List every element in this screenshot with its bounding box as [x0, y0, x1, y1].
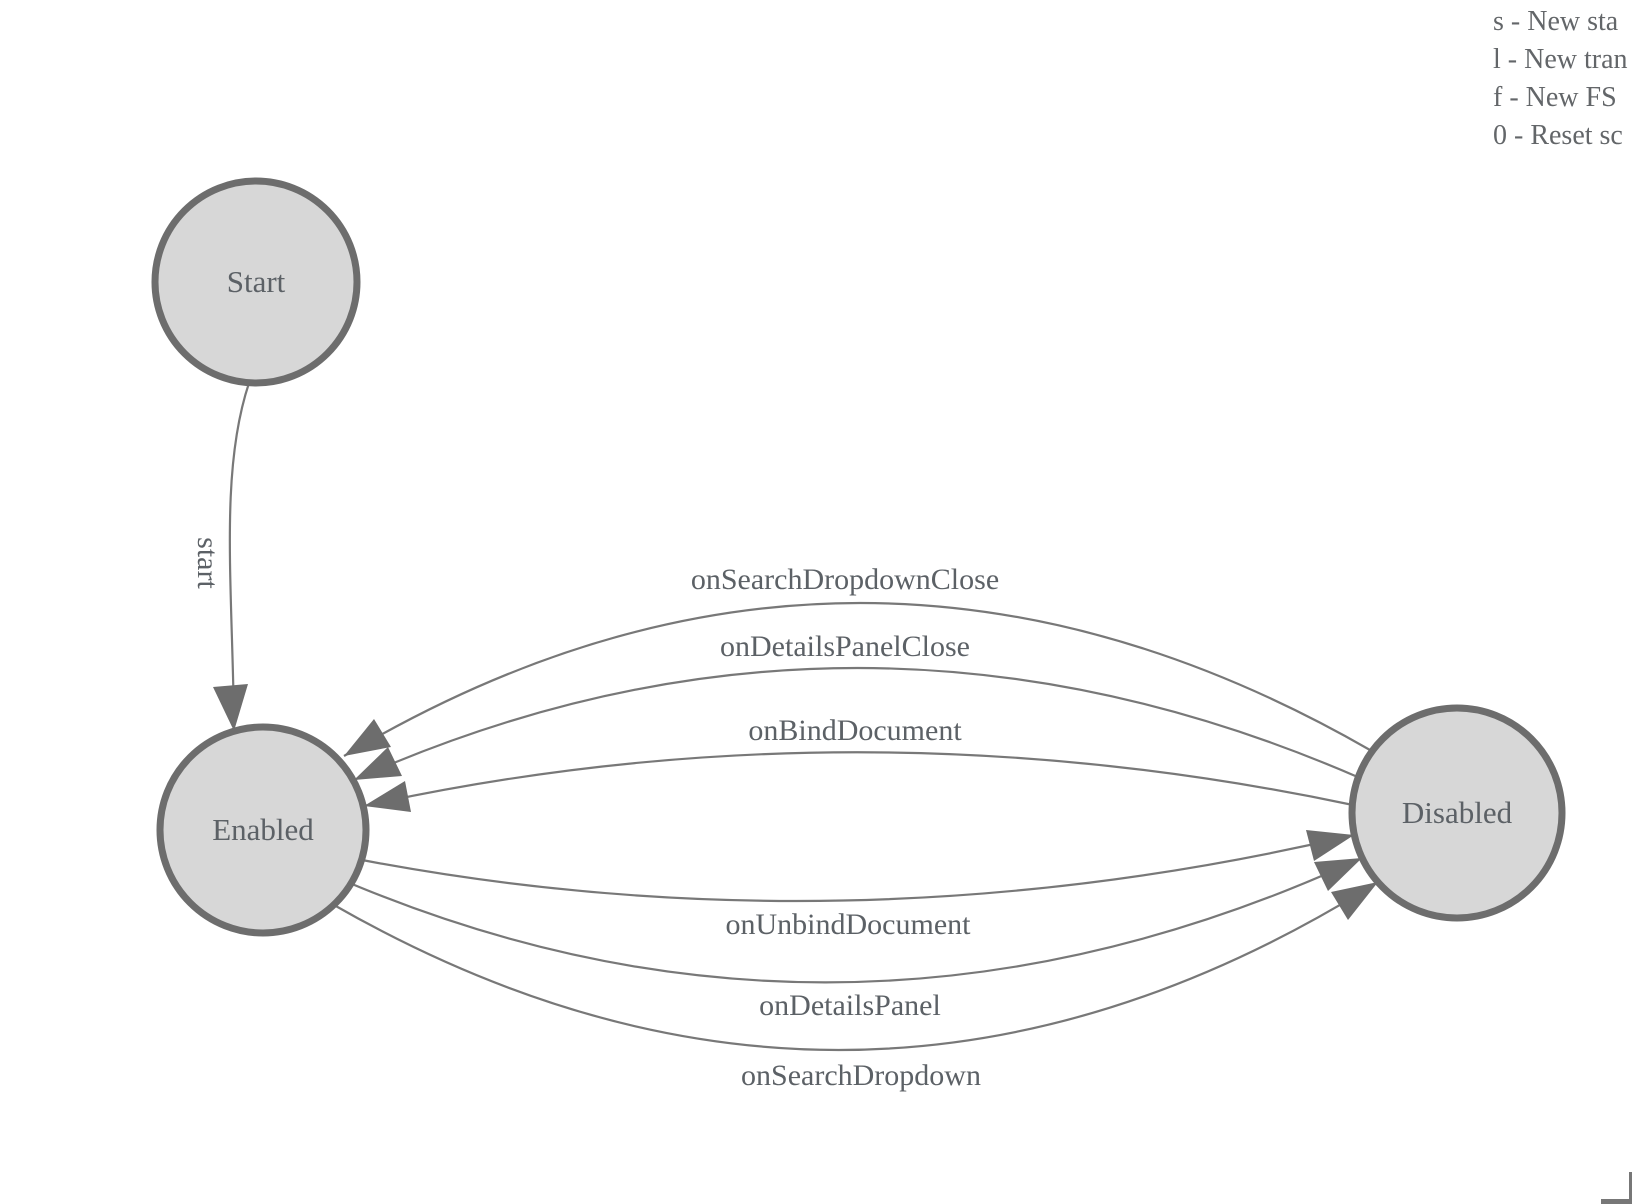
legend-line-new-state: s - New sta [1493, 6, 1619, 37]
transition-edge-onunbinddocument[interactable] [361, 833, 1355, 903]
state-circle-start[interactable] [151, 177, 361, 387]
legend-line-new-transition: l - New tran [1493, 44, 1628, 75]
transition-edge-onbinddocument[interactable] [363, 751, 1354, 808]
arrowhead-start-to-enabled-icon [213, 684, 248, 731]
arrowhead-ondetailspanel-icon [1314, 858, 1362, 891]
state-circle-disabled[interactable] [1348, 704, 1566, 922]
transition-label-onbinddocument: onBindDocument [748, 714, 962, 747]
state-node-start[interactable]: Start [151, 177, 361, 387]
state-node-disabled[interactable]: Disabled [1348, 704, 1566, 922]
transition-label-onsearchdropdown: onSearchDropdown [741, 1059, 981, 1092]
transition-label-ondetailspanel: onDetailsPanel [759, 989, 941, 1022]
state-label-start: Start [227, 264, 286, 299]
transition-label-onunbinddocument: onUnbindDocument [726, 908, 972, 941]
transition-edge-ondetailspanelclose[interactable] [353, 666, 1361, 782]
arrowhead-onsearchdropdownclose-icon [344, 719, 391, 756]
arrowhead-onbinddocument-icon [364, 781, 411, 812]
state-label-disabled: Disabled [1402, 795, 1513, 830]
transition-edge-ondetailspanel[interactable] [351, 857, 1363, 984]
legend-line-new-fsm: f - New FS [1493, 82, 1617, 113]
transition-label-start: start [191, 537, 224, 589]
transition-edge-onsearchdropdown[interactable] [333, 881, 1379, 1052]
state-node-enabled[interactable]: Enabled [156, 723, 370, 937]
legend-line-reset: 0 - Reset sc [1493, 120, 1623, 151]
state-circle-enabled[interactable] [156, 723, 370, 937]
transition-edge-onsearchdropdownclose[interactable] [343, 601, 1371, 757]
canvas-corner-mark [1601, 1172, 1632, 1204]
transition-edge-start[interactable] [228, 382, 251, 723]
transition-label-ondetailspanelclose: onDetailsPanelClose [720, 630, 970, 663]
hotkey-legend: s - New sta l - New tran f - New FS 0 - … [1493, 3, 1632, 155]
arrowhead-ondetailspanelclose-icon [354, 747, 402, 780]
arrowhead-onunbinddocument-icon [1306, 830, 1354, 861]
state-label-enabled: Enabled [212, 812, 314, 847]
transition-label-onsearchdropdownclose: onSearchDropdownClose [691, 563, 999, 596]
arrowhead-onsearchdropdown-icon [1331, 882, 1378, 920]
